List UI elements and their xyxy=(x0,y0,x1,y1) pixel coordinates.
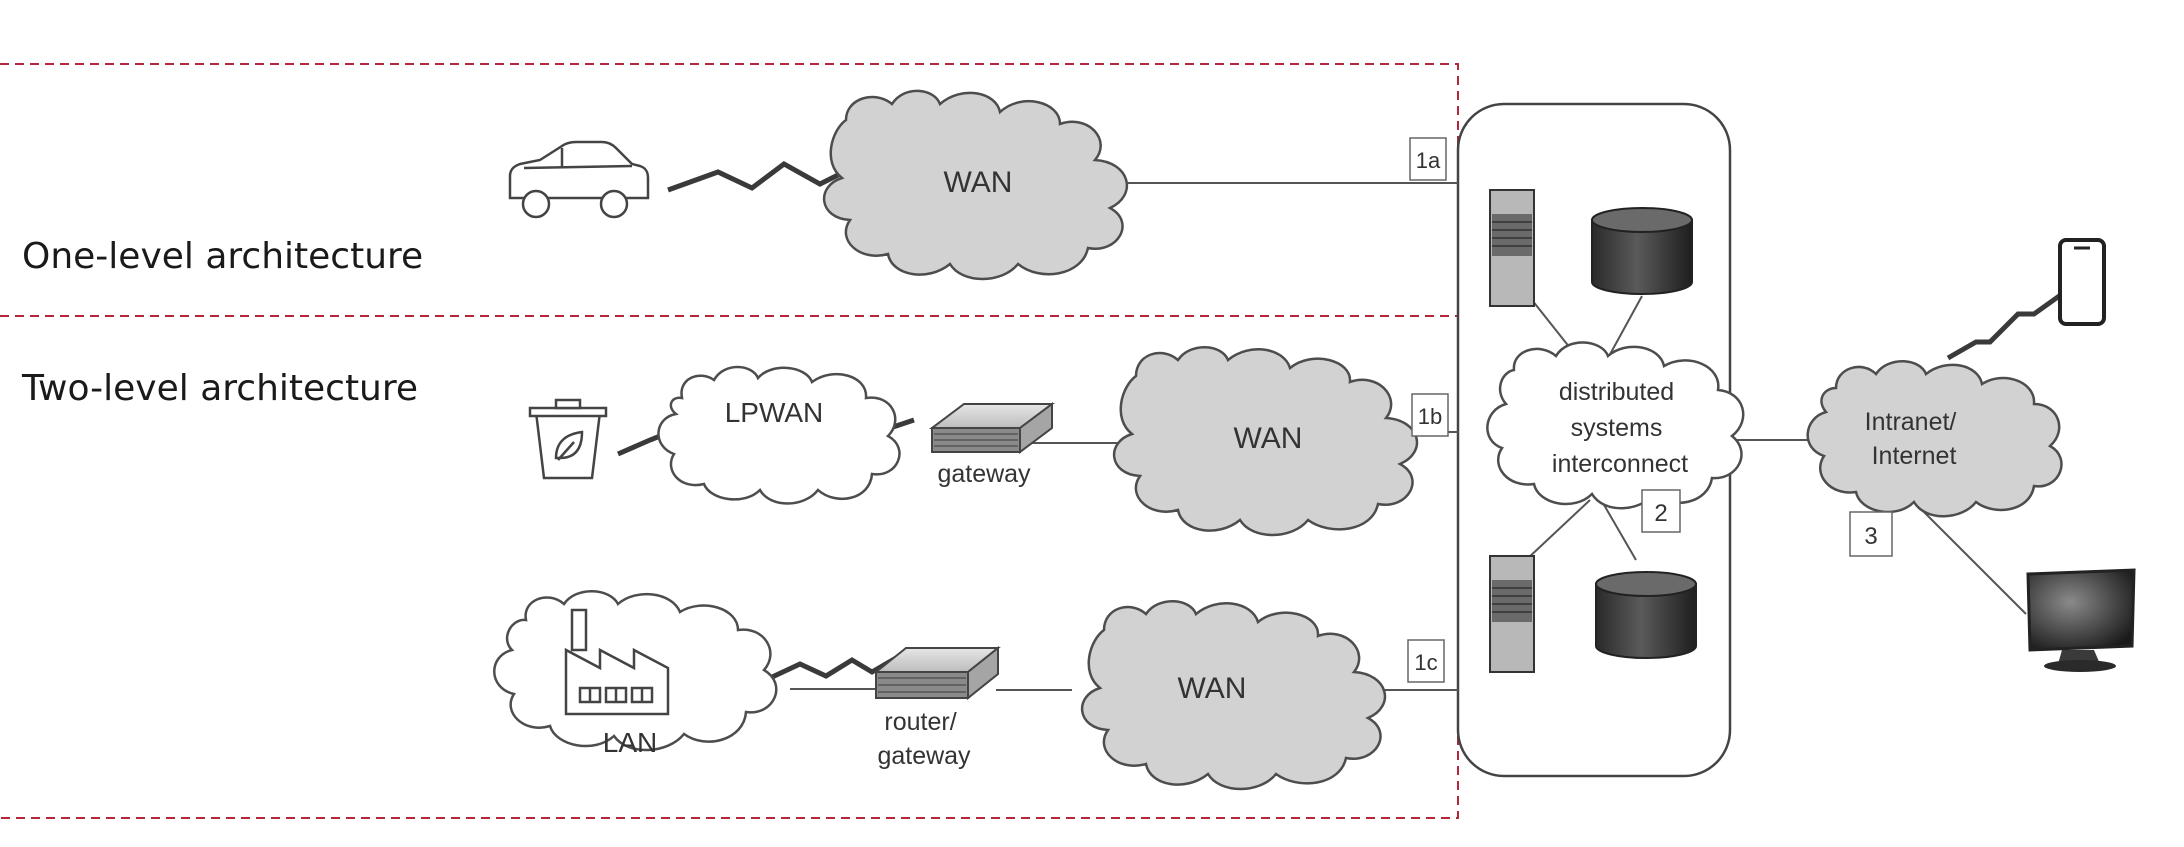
internet-cloud-label: Intranet/ Internet xyxy=(1865,408,1964,470)
gateway-label: gateway xyxy=(937,460,1031,488)
marker-2: 2 xyxy=(1641,489,1681,533)
wan-cloud-1c-shape xyxy=(1081,600,1387,791)
database-icon xyxy=(1591,207,1693,295)
link-server-bottom xyxy=(1525,499,1591,561)
factory-icon xyxy=(564,608,670,716)
link-db-top xyxy=(1607,295,1643,359)
monitor-icon xyxy=(2026,568,2136,672)
router-label-line-1: router/ xyxy=(884,708,956,736)
marker-3-label: 3 xyxy=(1864,523,1877,550)
wan-cloud-1a-label: WAN xyxy=(944,166,1013,199)
marker-2-label: 2 xyxy=(1654,500,1667,527)
wan-cloud-1a: WAN xyxy=(823,89,1129,281)
wan-cloud-1c-label: WAN xyxy=(1178,672,1247,705)
wan-cloud-1b-label: WAN xyxy=(1234,422,1303,455)
interconnect-label-line-3: interconnect xyxy=(1552,450,1688,478)
interconnect-cloud-label: distributed systems interconnect xyxy=(1552,378,1688,478)
two-level-architecture-label: Two-level architecture xyxy=(22,368,419,409)
internet-label-line-2: Internet xyxy=(1872,442,1957,470)
internet-label-line-1: Intranet/ xyxy=(1865,408,1957,436)
wan-cloud-1b: WAN xyxy=(1113,346,1419,537)
one-level-architecture-label: One-level architecture xyxy=(22,236,424,277)
marker-1a-label: 1a xyxy=(1416,148,1441,173)
marker-1a: 1a xyxy=(1409,137,1447,181)
interconnect-cloud-shape xyxy=(1486,341,1745,510)
lpwan-cloud: LPWAN xyxy=(657,365,901,505)
lpwan-cloud-label: LPWAN xyxy=(725,397,824,428)
internet-cloud-shape xyxy=(1806,360,2063,518)
marker-1c-label: 1c xyxy=(1414,650,1437,675)
wan-cloud-1b-shape xyxy=(1113,346,1419,537)
wan-cloud-1c: WAN xyxy=(1081,600,1387,791)
factory-wireless-link xyxy=(768,655,898,681)
lan-cloud-label: LAN xyxy=(603,727,657,758)
car-icon xyxy=(508,140,650,219)
link-internet-monitor xyxy=(1919,507,2027,615)
server-icon xyxy=(1489,189,1535,307)
router-box-icon xyxy=(873,645,1001,701)
router-label: router/ gateway xyxy=(877,708,971,770)
lpwan-cloud-shape xyxy=(657,365,901,505)
marker-3: 3 xyxy=(1849,511,1893,557)
link-db-bottom xyxy=(1599,497,1637,561)
interconnect-label-line-1: distributed xyxy=(1559,378,1674,406)
database-icon xyxy=(1595,571,1697,659)
wan-cloud-1a-shape xyxy=(823,89,1129,281)
gateway-box-icon xyxy=(929,402,1055,454)
marker-1b-label: 1b xyxy=(1418,404,1442,429)
router-label-line-2: gateway xyxy=(877,742,971,770)
recycle-bin-icon xyxy=(528,398,608,480)
marker-1b: 1b xyxy=(1411,393,1449,437)
interconnect-label-line-2: systems xyxy=(1571,414,1663,442)
marker-1c: 1c xyxy=(1407,639,1445,683)
smartphone-icon xyxy=(2058,238,2106,326)
interconnect-cloud: distributed systems interconnect xyxy=(1486,341,1745,510)
server-icon xyxy=(1489,555,1535,673)
internet-cloud: Intranet/ Internet xyxy=(1806,360,2063,518)
